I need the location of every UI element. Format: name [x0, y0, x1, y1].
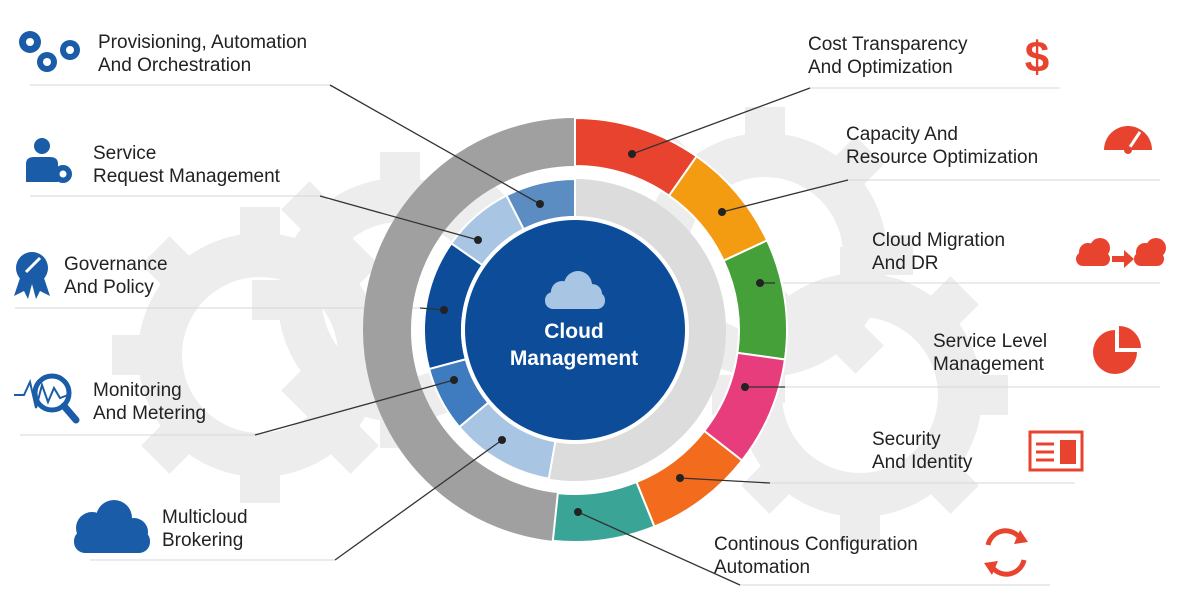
connector-lines: [254, 84, 849, 586]
center-cloud-icon: [545, 271, 605, 309]
label-security-line2: And Identity: [872, 452, 973, 473]
connector-dot-10: [676, 474, 684, 482]
gears-icon: [19, 31, 80, 72]
label-governance-line1: Governance: [64, 254, 168, 275]
connector-dot-8: [756, 279, 764, 287]
dollar-icon: $: [1025, 33, 1049, 82]
center-title-line2: Management: [509, 347, 639, 370]
background-gear-left-icon: [112, 207, 408, 503]
connector-dot-4: [450, 376, 458, 384]
connector-line-2: [319, 195, 479, 241]
center-title: Cloud Management: [459, 318, 689, 372]
connector-dot-9: [741, 383, 749, 391]
label-cost-transparency-line1: Cost Transparency: [808, 34, 968, 55]
connector-dot-11: [574, 508, 582, 516]
label-monitoring-line1: Monitoring: [93, 380, 182, 401]
label-cost-transparency: Cost Transparency And Optimization: [808, 33, 967, 79]
label-configuration-line2: Automation: [714, 557, 811, 578]
connector-dot-3: [440, 306, 448, 314]
magnifier-waveform-icon: [14, 373, 80, 424]
label-monitoring-line2: And Metering: [93, 403, 207, 424]
connector-line-6: [631, 87, 811, 155]
label-cloud-migration: Cloud Migration And DR: [872, 229, 1005, 275]
label-configuration-line1: Continous Configuration: [714, 534, 918, 555]
cloud-migration-icon: [1076, 238, 1166, 268]
label-capacity-line2: Resource Optimization: [846, 147, 1039, 168]
label-multicloud: Multicloud Brokering: [162, 506, 248, 552]
id-card-icon: [1028, 430, 1084, 472]
connector-dot-6: [628, 150, 636, 158]
connector-line-10: [679, 477, 771, 484]
label-service-request: Service Request Management: [93, 142, 280, 188]
label-provisioning-line1: Provisioning, Automation: [98, 32, 308, 53]
label-provisioning-line2: And Orchestration: [98, 55, 252, 76]
connector-line-5: [334, 439, 503, 561]
label-service-request-line1: Service: [93, 143, 157, 164]
label-governance-line2: And Policy: [64, 277, 154, 298]
label-security-line1: Security: [872, 429, 941, 450]
label-monitoring: Monitoring And Metering: [93, 379, 206, 425]
label-service-level: Service Level Management: [933, 330, 1047, 376]
connector-line-1: [329, 84, 541, 205]
user-gear-icon: [26, 138, 72, 183]
connector-line-4: [254, 379, 455, 436]
pie-chart-icon: [1093, 326, 1141, 374]
connector-line-3: [419, 307, 445, 311]
label-cloud-migration-line2: And DR: [872, 253, 939, 274]
connector-dot-1: [536, 200, 544, 208]
label-governance: Governance And Policy: [64, 253, 168, 299]
label-cost-transparency-line2: And Optimization: [808, 57, 953, 78]
label-multicloud-line2: Brokering: [162, 530, 244, 551]
clouds-icon: [74, 500, 150, 553]
certificate-badge-icon: [14, 252, 50, 299]
svg-text:$: $: [1025, 33, 1049, 82]
label-service-level-line1: Service Level: [933, 331, 1048, 352]
center-circle: [461, 216, 689, 444]
outer-segment-6: [551, 480, 656, 543]
connector-line-7: [721, 179, 849, 213]
connector-dot-7: [718, 208, 726, 216]
gauge-icon: [1104, 126, 1152, 154]
label-security: Security And Identity: [872, 428, 972, 474]
label-service-request-line2: Request Management: [93, 166, 280, 187]
connector-line-11: [577, 511, 741, 586]
label-configuration: Continous Configuration Automation: [714, 533, 918, 579]
label-cloud-migration-line1: Cloud Migration: [872, 230, 1006, 251]
label-underlines: [15, 84, 1160, 586]
label-capacity-line1: Capacity And: [846, 124, 958, 145]
label-service-level-line2: Management: [933, 354, 1044, 375]
label-multicloud-line1: Multicloud: [162, 507, 248, 528]
refresh-icon: [984, 528, 1028, 577]
connector-dot-5: [498, 436, 506, 444]
connector-dot-2: [474, 236, 482, 244]
label-capacity: Capacity And Resource Optimization: [846, 123, 1038, 169]
center-title-line1: Cloud: [544, 320, 604, 343]
label-provisioning: Provisioning, Automation And Orchestrati…: [98, 31, 307, 77]
